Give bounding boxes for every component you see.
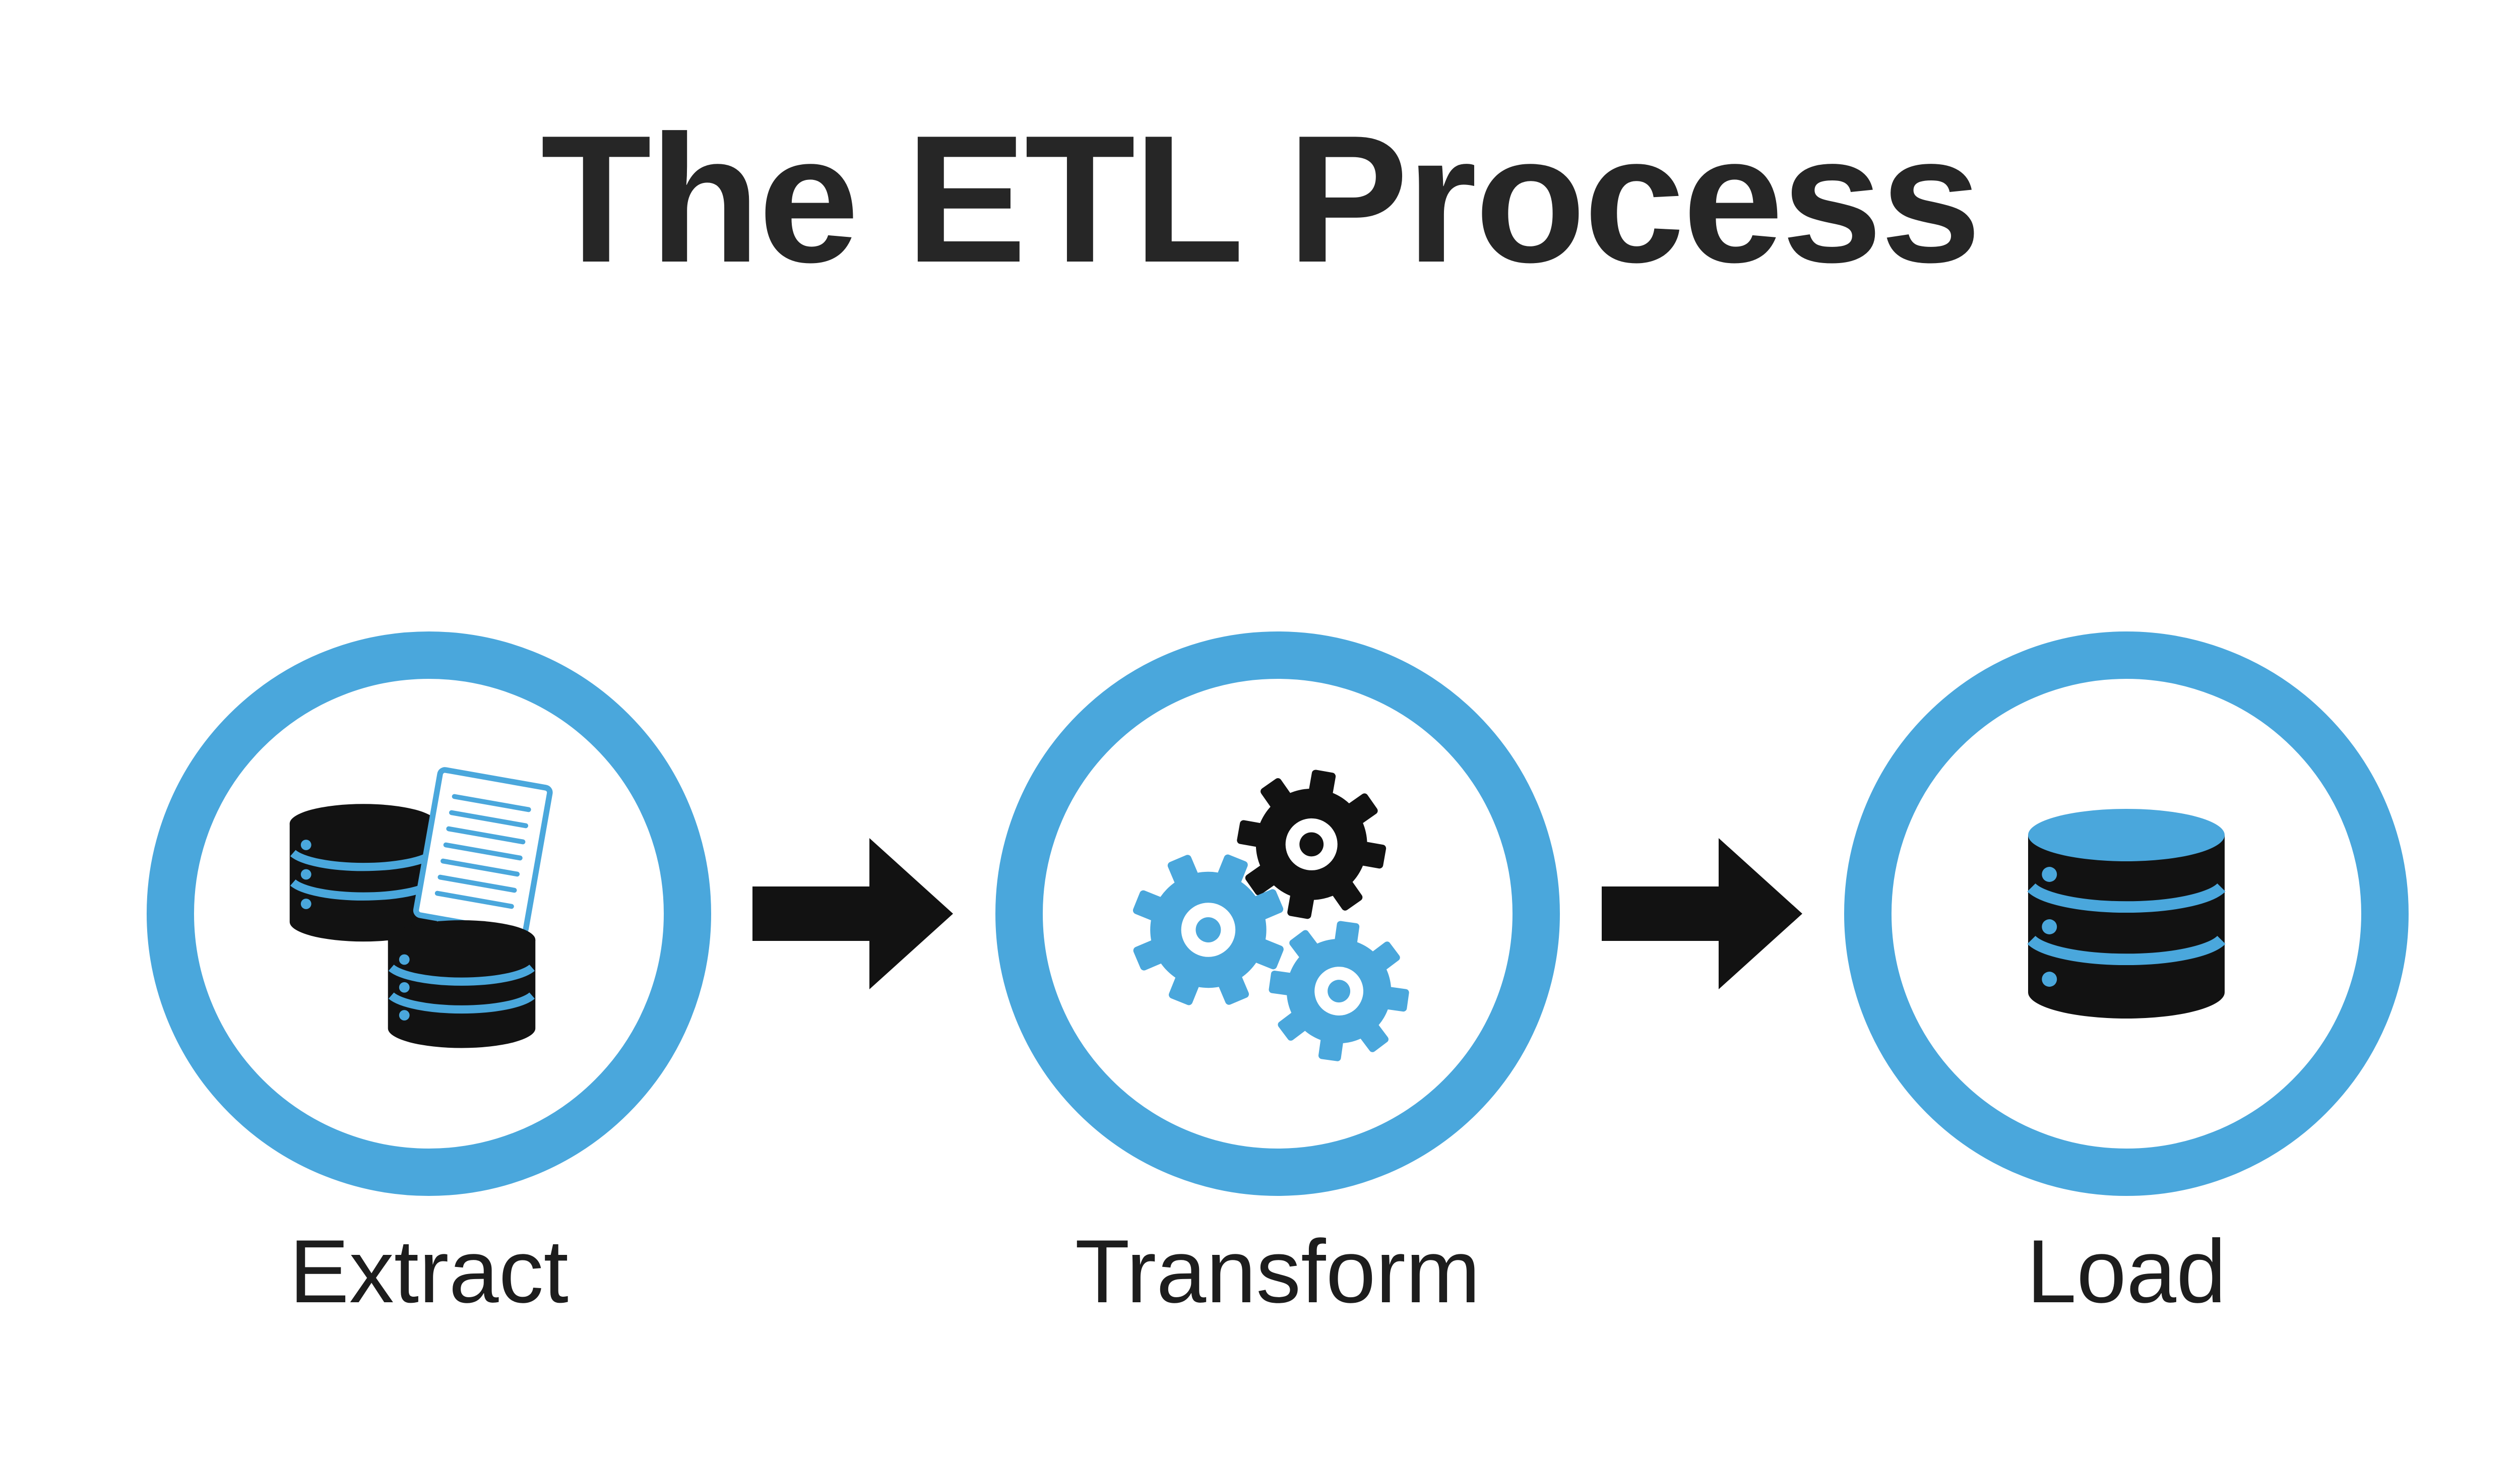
gears-icon — [1116, 758, 1418, 1070]
database-cylinder-icon — [289, 804, 437, 942]
database-cylinder-icon — [388, 920, 536, 1048]
arrow-right-icon — [752, 838, 953, 989]
page-title: The ETL Process — [540, 98, 1981, 300]
stage-label-load: Load — [2027, 1221, 2226, 1321]
stage-circle-load — [1844, 631, 2409, 1196]
stage-label-extract: Extract — [289, 1221, 569, 1321]
target-database-icon — [2027, 809, 2226, 1019]
stage-label-transform: Transform — [1075, 1221, 1481, 1321]
arrow-right-icon — [1602, 838, 1802, 989]
stage-circle-extract — [147, 631, 711, 1196]
database-cylinder-icon — [2027, 809, 2226, 1019]
gear-blue-bottom-icon — [1260, 912, 1418, 1070]
document-icon — [413, 767, 553, 936]
source-databases-and-document-icon — [289, 767, 553, 1048]
stage-circle-transform — [995, 631, 1560, 1196]
